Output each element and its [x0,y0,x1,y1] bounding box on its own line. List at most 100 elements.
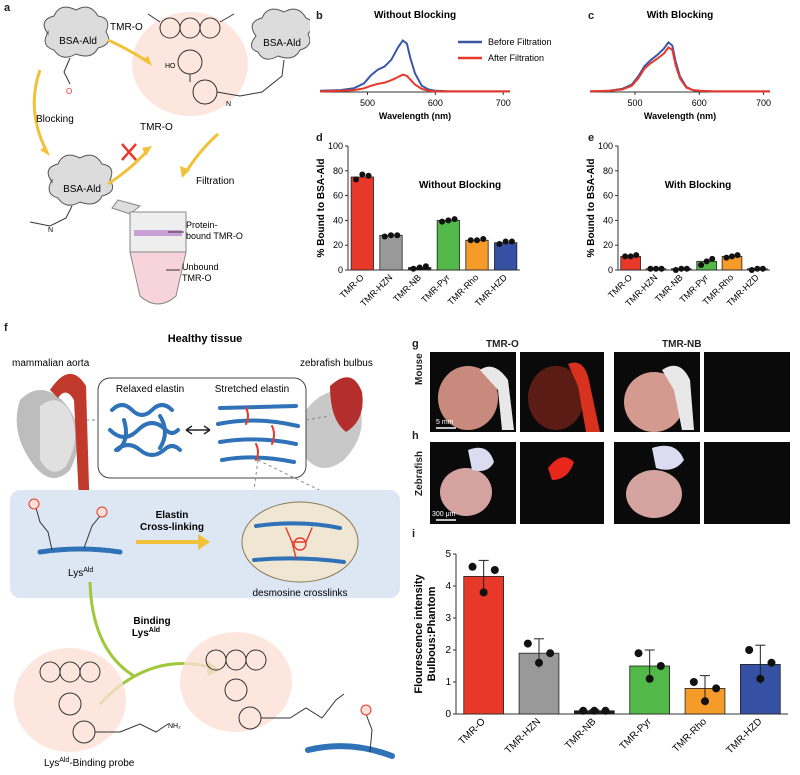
y-axis-label-line-0: Flourescence intensity [413,574,425,694]
y-tick-label: 2 [445,645,451,656]
data-point [439,218,446,225]
data-point [754,265,761,272]
x-tick-label: 600 [692,98,707,108]
aorta-heart-icon [16,373,90,520]
data-point [627,253,634,260]
binding-arrow-icon [88,581,135,678]
double-arrow-icon [185,425,211,435]
data-point [734,252,741,259]
panel-label-f: f [4,322,8,334]
x-tick-label: 700 [756,98,771,108]
lys-binding-probe-icon: NH₂ [14,648,181,752]
data-point [523,639,532,648]
series-line-1 [319,73,510,93]
data-point [535,658,543,667]
desmosine-icon [252,521,346,564]
zebrafish-tmr-nb-fluorescence [704,442,790,524]
data-point [508,238,515,245]
data-point [451,216,458,223]
amine-label: NH₂ [168,723,181,730]
label-stretched: Stretched elastin [215,384,290,395]
y-tick-label: 60 [333,191,343,201]
bsa-cloud-1: BSA-Ald O [43,6,110,96]
data-point [468,562,477,571]
scheme-a: BSA-Ald O BSA-Ald BSA-Ald N HO N Bloc [29,6,310,305]
y-tick-label: 40 [333,215,343,225]
panel-label-g: g [412,338,419,350]
data-point [546,649,555,658]
y-tick-label: 100 [328,141,343,151]
col-label-tmr-o: TMR-O [486,339,519,350]
x-tick-label: TMR-HZD [473,272,509,308]
data-point [381,233,388,240]
y-tick-label: 20 [333,240,343,250]
data-point [759,265,766,272]
label-protein-bound: Protein-bound TMR-O [186,220,243,241]
data-point [729,253,735,260]
legend-label-0: Before Filtration [488,37,552,47]
y-tick-label: 100 [598,141,613,151]
panel-label-a: a [4,2,11,14]
oxime-n: N [48,227,53,234]
y-axis-label-line-1: Bulbous:Phantom [426,586,438,681]
data-point [353,176,360,183]
data-point [601,706,610,715]
y-tick-label: 5 [445,549,451,560]
data-point [703,258,710,265]
data-point [709,255,716,262]
panel-label-b: b [316,10,323,22]
stretched-elastin-icon [216,404,300,464]
chart-title: With Blocking [647,10,714,21]
x-tick-label: TMR-O [457,716,488,747]
data-point [416,264,423,271]
data-point [502,238,509,245]
data-point [422,263,429,270]
data-point [748,267,755,273]
y-tick-label: 0 [445,709,451,720]
chart-title: With Blocking [665,180,732,191]
panel-label-e: e [588,132,595,144]
data-point [579,706,588,715]
blocked-cross-icon [121,143,137,161]
data-point [479,588,488,597]
chart-d: 020406080100TMR-OTMR-HZNTMR-NBTMR-PyrTMR… [316,141,520,308]
data-point [474,237,480,244]
data-point [590,706,599,715]
data-point [672,267,679,273]
data-point [658,265,665,272]
filter-tube-icon [111,199,187,305]
bsa-cloud-3: BSA-Ald N [29,154,114,234]
data-point [622,253,629,260]
row-label-zebrafish: Zebrafish [414,450,425,496]
data-point [480,236,487,242]
x-tick-label: 700 [496,98,511,108]
zebrafish-tmr-o-fluorescence [520,442,604,524]
x-tick-label: TMR-HZD [724,716,764,756]
y-tick-label: 80 [333,166,343,176]
series-line-0 [589,40,770,93]
y-axis-label: % Bound to BSA-Ald [316,159,327,258]
label-desmosine: desmosine crosslinks [252,588,347,599]
y-tick-label: 4 [445,581,451,592]
image-grid: 5 mm 300 μm [430,352,790,524]
data-point [656,662,665,670]
aldehyde-o-1: O [66,87,72,96]
scale-zebrafish: 300 μm [432,511,456,518]
label-tmr-o-arrow: TMR-O [140,122,173,133]
chart-title: Without Blocking [374,10,456,21]
lys-ald-icon [28,498,123,555]
label-relaxed: Relaxed elastin [116,384,184,395]
tmr-o-molecule: HO N [132,12,285,116]
data-point [756,674,765,683]
chart-title: Without Blocking [419,180,501,191]
chart-e: 020406080100TMR-OTMR-HZNTMR-NBTMR-PyrTMR… [586,141,770,308]
y-tick-label: 0 [608,265,613,275]
data-point [645,674,654,683]
legend-label-1: After Filtration [488,53,544,63]
label-bulbus: zebrafish bulbus [300,358,373,369]
bsa-cloud-2: BSA-Ald [251,8,310,60]
